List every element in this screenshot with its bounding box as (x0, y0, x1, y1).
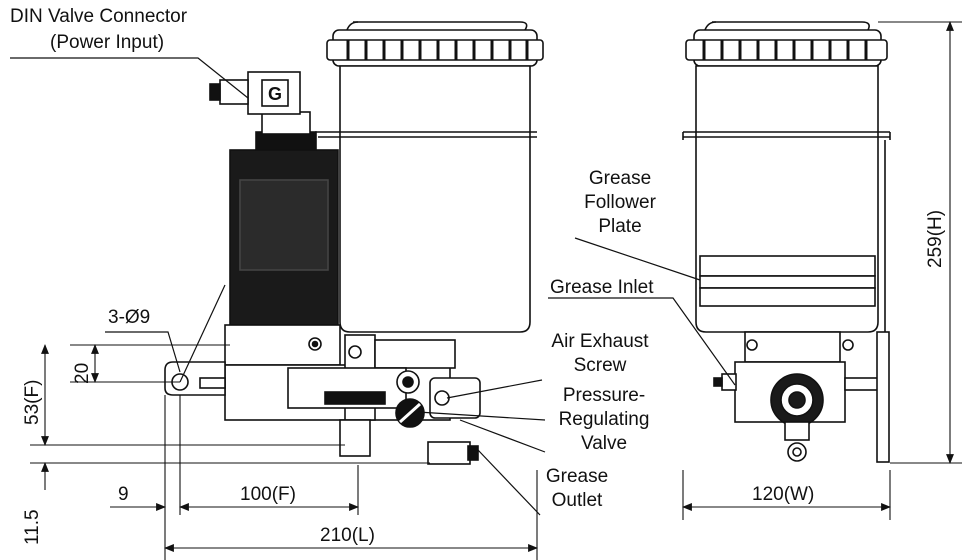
regulating-valve-label-3: Valve (580, 433, 628, 454)
air-exhaust-label: Air Exhaust (551, 331, 649, 352)
grease-outlet-label-2: Outlet (551, 490, 603, 511)
din-connector-label: DIN Valve Connector (10, 6, 188, 27)
dim-11-5: 11.5 (22, 509, 43, 545)
leader-lines (10, 57, 736, 516)
dim-100f: 100(F) (240, 484, 296, 505)
dim-holes: 3-Ø9 (108, 307, 151, 328)
dim-210l: 210(L) (320, 525, 375, 546)
dimension-lines (30, 21, 962, 560)
dim-259h: 259(H) (925, 209, 946, 268)
din-connector-sublabel: (Power Input) (50, 32, 165, 53)
grease-outlet-label: Grease (545, 466, 609, 487)
side-follower-plate (699, 255, 876, 307)
grease-follower-label-2: Follower (584, 192, 656, 213)
grease-inlet-label: Grease Inlet (550, 277, 654, 298)
front-grease-outlet (427, 441, 471, 465)
front-view: G (164, 21, 544, 465)
front-pump-base (224, 324, 341, 366)
side-reservoir-cap (685, 21, 888, 67)
air-exhaust-label-2: Screw (573, 355, 627, 376)
grease-follower-label-3: Plate (598, 216, 642, 237)
dim-20: 20 (72, 362, 93, 384)
dim-53f: 53(F) (22, 379, 43, 425)
front-reservoir-cap (326, 21, 544, 67)
grease-follower-label: Grease (588, 168, 652, 189)
side-view (682, 21, 891, 463)
dim-9: 9 (118, 484, 129, 505)
regulating-valve-label-2: Regulating (558, 409, 650, 430)
side-outlet (787, 442, 807, 462)
front-din-connector: G (209, 71, 301, 115)
svg-text:G: G (268, 84, 282, 104)
front-reservoir (339, 65, 531, 333)
regulating-valve-label: Pressure- (562, 385, 646, 406)
dim-120w: 120(W) (752, 484, 815, 505)
